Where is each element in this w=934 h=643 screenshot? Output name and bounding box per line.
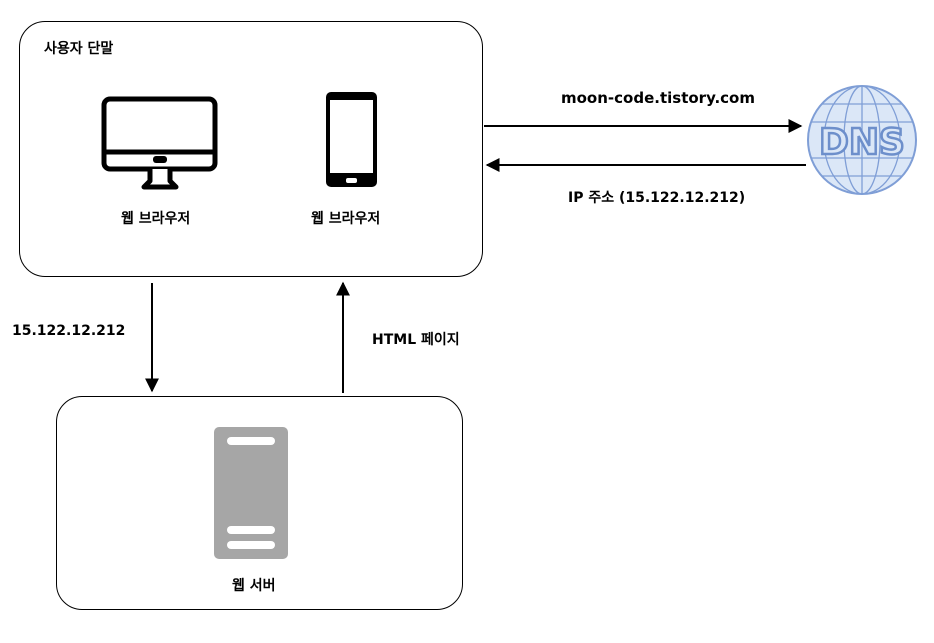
- server-response-label: HTML 페이지: [372, 332, 460, 348]
- monitor-browser-label: 웹 브라우저: [121, 211, 191, 227]
- monitor-icon: [101, 96, 218, 190]
- dns-response-label: IP 주소 (15.122.12.212): [568, 190, 746, 206]
- dns-request-label: moon-code.tistory.com: [561, 89, 755, 107]
- server-icon: [214, 427, 288, 559]
- phone-browser-label: 웹 브라우저: [311, 211, 381, 227]
- smartphone-icon: [326, 92, 377, 187]
- web-server-label: 웹 서버: [232, 578, 276, 594]
- user-terminal-box: [19, 21, 483, 277]
- dns-text: DNS: [819, 122, 905, 163]
- user-terminal-title: 사용자 단말: [44, 41, 114, 57]
- server-request-label: 15.122.12.212: [12, 323, 126, 339]
- dns-globe-icon: DNS: [807, 85, 917, 195]
